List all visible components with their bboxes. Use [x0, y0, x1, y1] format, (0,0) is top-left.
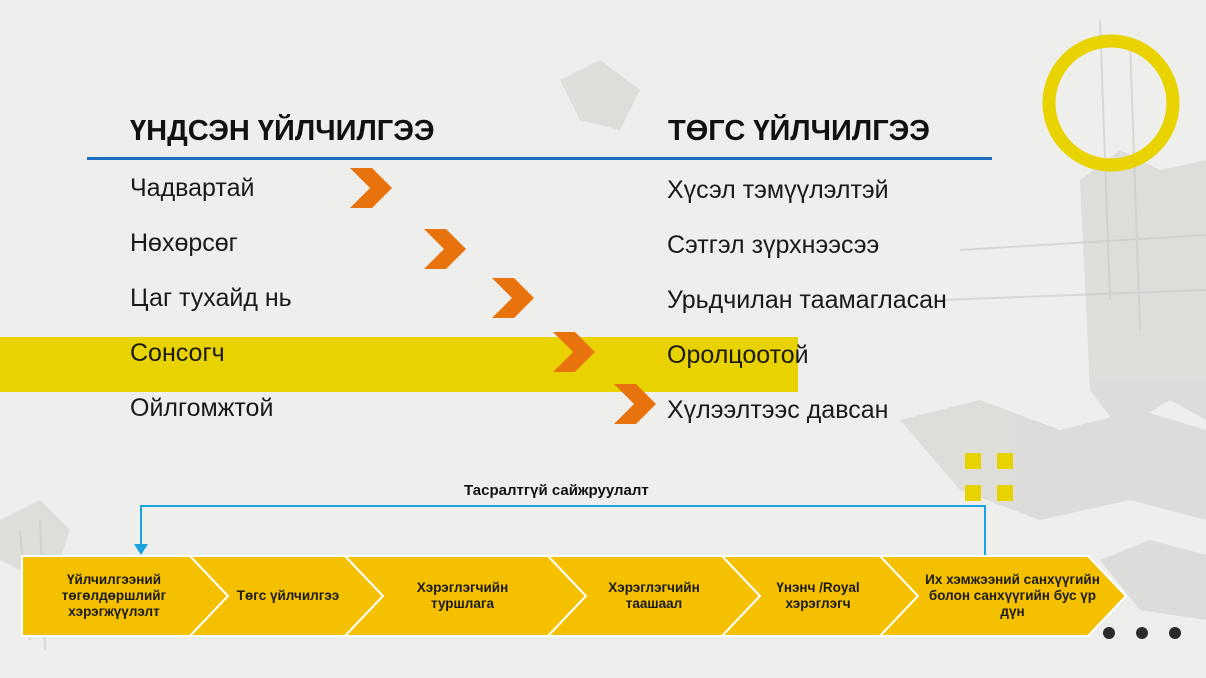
left-item-3: Цаг тухайд нь: [130, 284, 292, 312]
chevron-right-icon: [424, 229, 466, 269]
process-step-5: Үнэнч /Royal хэрэглэгч: [776, 580, 860, 611]
more-dots-icon: [1169, 627, 1181, 639]
highlight-bar: [0, 337, 798, 392]
chevron-right-icon: [492, 278, 534, 318]
right-item-3: Урьдчилан таамагласан: [667, 286, 947, 314]
process-step-shape: [877, 555, 1128, 637]
chevron-right-icon: [350, 168, 392, 208]
decorative-square: [965, 485, 981, 501]
left-heading: ҮНДСЭН ҮЙЛЧИЛГЭЭ: [130, 115, 435, 147]
more-dots-icon: [1103, 627, 1115, 639]
right-item-4: Оролцоотой: [667, 341, 809, 369]
loop-label: Тасралтгүй сайжруулалт: [464, 482, 649, 499]
decorative-square: [997, 453, 1013, 469]
decorative-square: [997, 485, 1013, 501]
left-item-1: Чадвартай: [130, 174, 255, 202]
process-step-4: Хэрэглэгчийн таашаал: [608, 580, 700, 611]
right-item-5: Хүлээлтээс давсан: [667, 396, 889, 424]
process-step-2: Төгс үйлчилгээ: [236, 588, 340, 603]
decorative-ring: [1042, 34, 1180, 172]
left-item-5: Ойлгомжтой: [130, 394, 274, 422]
right-item-2: Сэтгэл зүрхнээсээ: [667, 231, 880, 259]
process-step-6: Их хэмжээний санхүүгийн болон санхүүгийн…: [925, 572, 1100, 619]
process-step-1: Үйлчилгээний төгөлдөршлийг хэрэгжүүлэлт: [61, 572, 167, 619]
decorative-square: [965, 453, 981, 469]
chevron-right-icon: [553, 332, 595, 372]
heading-divider: [87, 157, 992, 160]
more-dots-icon: [1136, 627, 1148, 639]
left-item-4: Сонсогч: [130, 339, 225, 367]
process-step-3: Хэрэглэгчийн туршлага: [416, 580, 509, 611]
right-heading: ТӨГС ҮЙЛЧИЛГЭЭ: [668, 115, 930, 147]
right-item-1: Хүсэл тэмүүлэлтэй: [667, 176, 889, 204]
left-item-2: Нөхөрсөг: [130, 229, 238, 257]
chevron-right-icon: [614, 384, 656, 424]
